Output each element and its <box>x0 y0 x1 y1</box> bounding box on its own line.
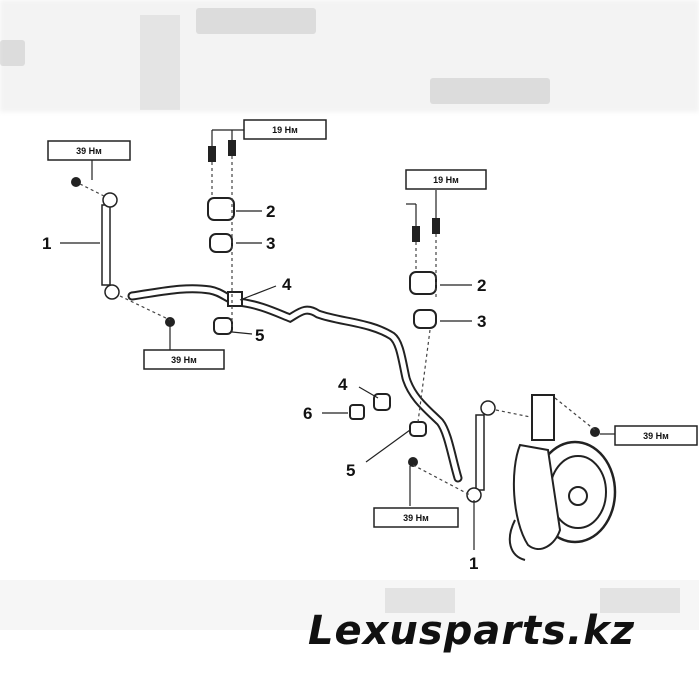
part-number-4-mid: 4 <box>338 375 348 394</box>
part-number-5-mid: 5 <box>346 461 355 480</box>
left-stabilizer-link <box>71 177 175 327</box>
part-number-1-bottom: 1 <box>469 554 478 573</box>
leader-lines <box>60 129 615 550</box>
part-number-3-top: 3 <box>266 234 275 253</box>
blurred-header-area <box>0 0 699 112</box>
part-number-3-right: 3 <box>477 312 486 331</box>
part-number-4-top: 4 <box>282 275 292 294</box>
part-numbers: 1 2 3 4 5 2 3 4 6 5 1 <box>42 202 486 573</box>
steering-knuckle-and-disc <box>508 394 617 561</box>
blurred-footer-area <box>0 580 699 630</box>
bracket-assembly-left <box>207 140 243 335</box>
torque-39-right: 39 Нм <box>643 431 669 441</box>
dashed-guides <box>79 156 596 496</box>
torque-39-top-left: 39 Нм <box>76 146 102 156</box>
right-stabilizer-link <box>408 400 600 503</box>
part-number-5-top: 5 <box>255 326 264 345</box>
part-number-2-top: 2 <box>266 202 275 221</box>
torque-39-bottom-center: 39 Нм <box>403 513 429 523</box>
blurred-top-labels <box>0 8 550 110</box>
site-watermark: Lexusparts.kz <box>308 608 636 654</box>
part-number-1-left: 1 <box>42 234 51 253</box>
torque-19-top: 19 Нм <box>272 125 298 135</box>
blurred-bottom-labels <box>385 588 680 613</box>
torque-labels: 39 Нм 19 Нм 19 Нм 39 Нм 39 Нм 39 Нм <box>47 119 698 528</box>
torque-19-right: 19 Нм <box>433 175 459 185</box>
torque-39-bottom-left: 39 Нм <box>171 355 197 365</box>
part-number-2-right: 2 <box>477 276 486 295</box>
part-number-6-mid: 6 <box>303 404 312 423</box>
